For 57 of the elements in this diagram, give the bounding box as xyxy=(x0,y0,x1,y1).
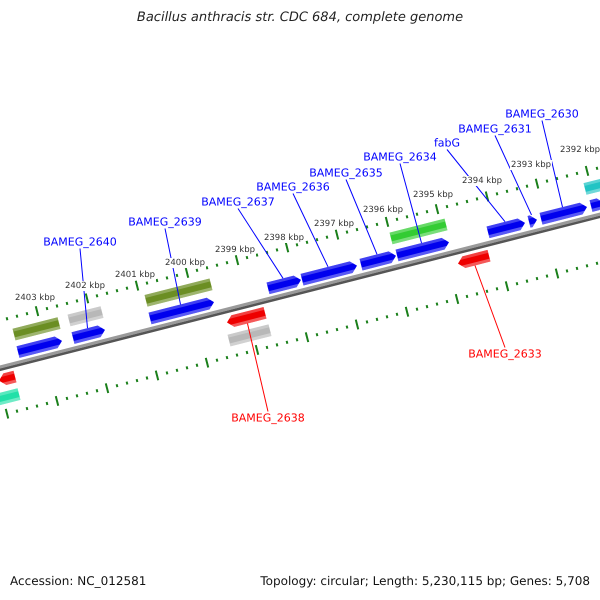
leader-line xyxy=(494,135,532,216)
gene-block xyxy=(590,198,600,212)
leader-line xyxy=(164,228,182,305)
gene-block xyxy=(300,260,357,286)
leader-line xyxy=(542,120,564,208)
gene-bar xyxy=(584,178,600,195)
scale-label: 2392 kbp xyxy=(558,145,600,155)
gene-bar xyxy=(12,317,60,340)
gene-block xyxy=(16,336,62,358)
diagram-title: Bacillus anthracis str. CDC 684, complete genome xyxy=(136,10,464,25)
gene-bar xyxy=(68,306,104,326)
gene-block xyxy=(458,250,490,269)
gene-block xyxy=(360,250,396,270)
leader-line xyxy=(292,193,329,268)
gene-bar xyxy=(228,324,272,346)
gene-bar xyxy=(144,278,212,307)
gene-block xyxy=(396,237,449,262)
leader-line xyxy=(474,265,506,348)
gene-bar xyxy=(0,388,20,406)
scale-label: 2393 kbp xyxy=(510,160,552,170)
gene-bar xyxy=(390,218,448,244)
scale-label: 2395 kbp xyxy=(412,190,454,200)
gene-block xyxy=(0,370,16,386)
scale-label: 2401 kbp xyxy=(114,270,156,280)
gene-block xyxy=(486,218,525,238)
gene-block xyxy=(266,274,301,294)
gene-name-label: BAMEG_2636 xyxy=(256,180,330,194)
gene-name-label: fabG xyxy=(434,136,460,150)
leader-line xyxy=(346,179,378,255)
genome-info-text: Topology: circular; Length: 5,230,115 bp; Genes: 5,708 xyxy=(260,574,590,588)
leader-line xyxy=(400,163,422,244)
gene-name-label: BAMEG_2638 xyxy=(231,412,305,424)
leader-line xyxy=(80,248,88,329)
accession-text: Accession: NC_012581 xyxy=(10,574,146,588)
gene-block xyxy=(72,324,105,344)
gene-name-label: BAMEG_2639 xyxy=(128,216,202,228)
scale-label: 2397 kbp xyxy=(312,219,356,229)
scale-label: 2396 kbp xyxy=(362,205,404,215)
gene-name-label: BAMEG_2631 xyxy=(458,122,532,136)
gene-name-label: BAMEG_2640 xyxy=(43,236,117,248)
gene-block xyxy=(227,307,266,328)
scale-label: 2400 kbp xyxy=(164,258,206,268)
scale-label: 2399 kbp xyxy=(214,245,256,255)
gene-name-label: BAMEG_2633 xyxy=(468,348,542,360)
gene-name-label: BAMEG_2637 xyxy=(201,196,275,208)
scale-label: 2398 kbp xyxy=(262,233,306,243)
gene-block xyxy=(528,214,537,228)
leader-line xyxy=(238,208,284,279)
scale-label: 2394 kbp xyxy=(460,176,504,186)
scale-label: 2403 kbp xyxy=(14,293,56,303)
scale-label: 2402 kbp xyxy=(64,281,106,291)
gene-block xyxy=(540,202,587,225)
gene-block xyxy=(148,297,214,324)
gene-name-label: BAMEG_2630 xyxy=(505,108,579,120)
leader-line xyxy=(246,323,268,412)
gene-name-label: BAMEG_2634 xyxy=(363,150,437,164)
gene-name-label: BAMEG_2635 xyxy=(309,166,383,180)
